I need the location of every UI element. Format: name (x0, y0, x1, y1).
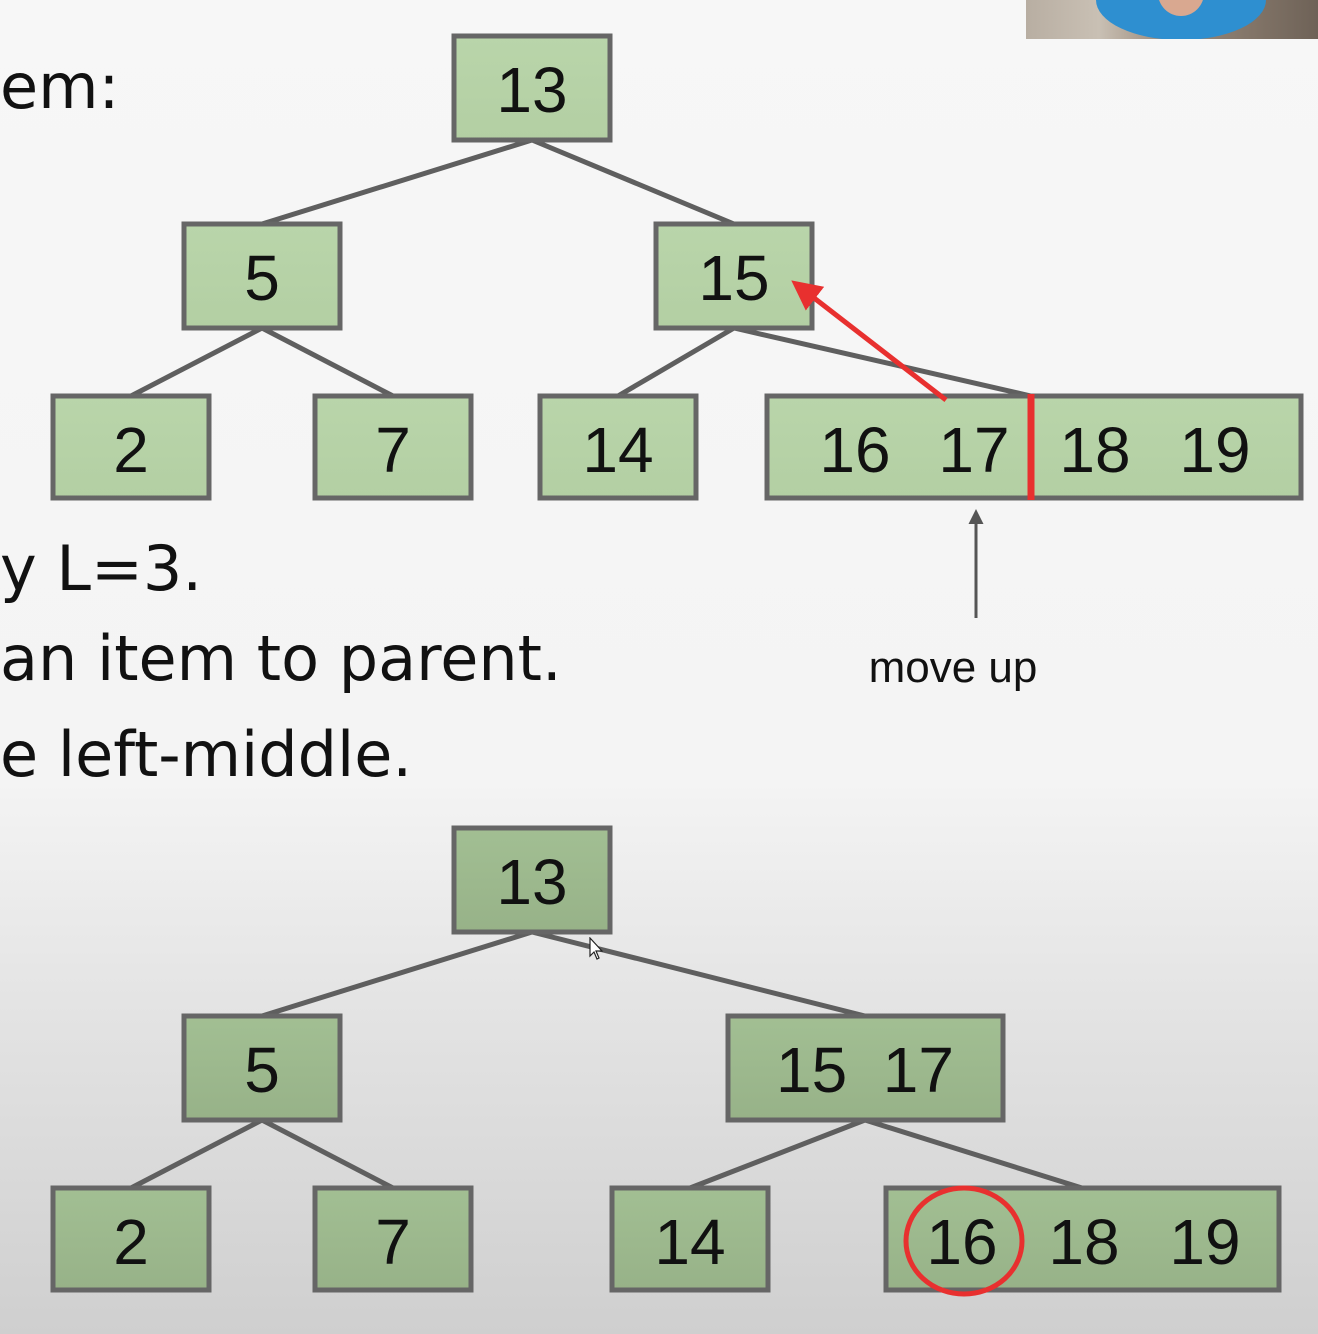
before-tree (129, 137, 1032, 399)
node-key: 7 (375, 414, 411, 486)
slide-text-line-2: y L=3. (0, 532, 203, 605)
after-leaf-2: 2 (50, 1185, 212, 1293)
node-key: 19 (1179, 414, 1250, 486)
after-node-15-17: 15 17 (725, 1013, 1006, 1123)
edge (864, 1117, 1083, 1191)
mouse-cursor-icon (589, 937, 604, 960)
node-key: 19 (1169, 1206, 1240, 1278)
edge (689, 1117, 866, 1191)
node-key: 7 (375, 1206, 411, 1278)
node-key: 2 (113, 1206, 149, 1278)
red-arrow (791, 280, 948, 402)
before-leaf-14: 14 (537, 393, 699, 501)
edge (616, 325, 736, 399)
slide-text-line-4: e left-middle. (0, 718, 413, 791)
node-key: 18 (1059, 414, 1130, 486)
slide-text-line-3: an item to parent. (0, 622, 562, 695)
node-key: 5 (244, 1034, 280, 1106)
node-key: 13 (496, 54, 567, 126)
node-key: 15 (698, 242, 769, 314)
node-key: 17 (938, 414, 1009, 486)
edge (733, 325, 1032, 399)
webcam-thumbnail (1026, 0, 1318, 39)
node-key: 2 (113, 414, 149, 486)
edge (261, 929, 533, 1019)
after-leaf-7: 7 (312, 1185, 474, 1293)
edge (129, 1117, 264, 1191)
edge (260, 325, 395, 399)
edge (261, 137, 533, 227)
after-leaf-14: 14 (609, 1185, 771, 1293)
node-key: 16 (926, 1206, 997, 1278)
after-root-node: 13 (451, 825, 613, 935)
after-node-5: 5 (181, 1013, 343, 1123)
before-node-5: 5 (181, 221, 343, 331)
before-leaf-2: 2 (50, 393, 212, 501)
before-leaf-7: 7 (312, 393, 474, 501)
move-up-label: move up (869, 643, 1038, 692)
after-tree (129, 929, 1083, 1191)
node-key: 13 (496, 846, 567, 918)
edge (260, 1117, 395, 1191)
slide-text-line-1: em: (0, 50, 120, 123)
node-key: 16 (819, 414, 890, 486)
node-key: 15 17 (776, 1034, 954, 1106)
edge (531, 137, 735, 227)
edge (129, 325, 264, 399)
after-leaf-16-18-19: 16 18 19 (883, 1185, 1282, 1293)
highlight-circle (903, 1185, 1025, 1297)
node-key: 14 (582, 414, 653, 486)
node-key: 5 (244, 242, 280, 314)
before-node-15: 15 (653, 221, 815, 331)
node-key: 14 (654, 1206, 725, 1278)
presenter-neck (1158, 0, 1204, 16)
before-root-node: 13 (451, 33, 613, 143)
edge (531, 929, 866, 1019)
node-key: 18 (1048, 1206, 1119, 1278)
